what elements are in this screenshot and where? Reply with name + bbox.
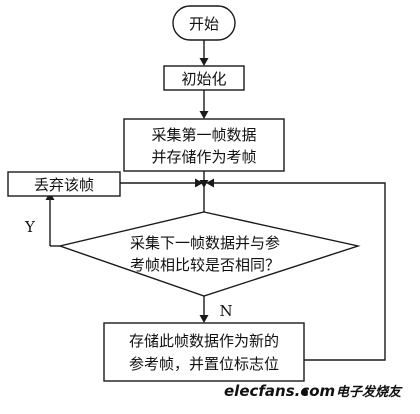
discard-node: 丢弃该帧 <box>7 171 121 197</box>
store-line1: 存储此帧数据作为新的 <box>129 332 279 350</box>
start-node: 开始 <box>172 5 236 41</box>
arrowhead-merge-left <box>195 178 203 188</box>
watermark-site: elecfans.com <box>224 382 335 400</box>
collect-first-line1: 采集第一帧数据 <box>151 126 256 144</box>
branch-yes-label: Y <box>24 218 36 236</box>
watermark-cn: 电子发烧友 <box>336 384 403 400</box>
arrowhead-collect <box>199 111 209 119</box>
collect-first-line2: 并存储作为考帧 <box>151 148 256 166</box>
arrowhead-merge-right <box>206 178 214 188</box>
store-node: 存储此帧数据作为新的 参考帧，并置位标志位 <box>103 322 305 382</box>
arrowhead-merge <box>199 180 209 188</box>
discard-label: 丢弃该帧 <box>34 176 94 194</box>
branch-no-label: N <box>219 302 232 320</box>
watermark: elecfans.com 电子发烧友 <box>224 382 403 400</box>
decision-line2: 考帧相比较是否相同？ <box>130 256 280 274</box>
collect-first-node: 采集第一帧数据 并存储作为考帧 <box>123 118 285 172</box>
init-label: 初始化 <box>181 70 226 88</box>
edge-store-loop <box>213 182 386 361</box>
start-label: 开始 <box>189 15 219 33</box>
decision-line1: 采集下一帧数据并与参 <box>130 234 280 252</box>
decision-node: 采集下一帧数据并与参 考帧相比较是否相同？ <box>57 211 361 297</box>
arrowhead-store <box>199 315 209 323</box>
watermark-dot-icon <box>302 389 308 395</box>
arrowhead-init <box>199 58 209 66</box>
store-line2: 参考帧，并置位标志位 <box>129 355 279 373</box>
init-node: 初始化 <box>163 65 245 91</box>
